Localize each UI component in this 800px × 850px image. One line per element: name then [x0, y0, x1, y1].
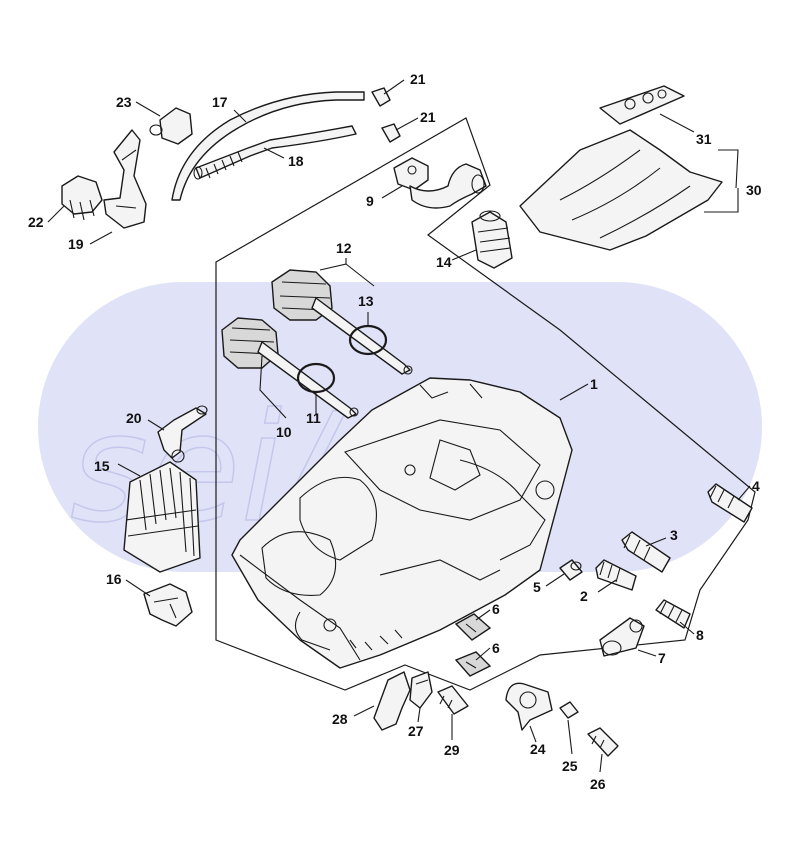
callout-6a: 6: [492, 601, 500, 617]
label-31: [599, 85, 685, 125]
buffer-6b: [454, 651, 492, 677]
clip-16: [143, 583, 193, 627]
callout-17: 17: [212, 94, 228, 110]
callout-24: 24: [530, 741, 546, 757]
callout-16: 16: [106, 571, 122, 587]
gasket-28: [373, 671, 411, 731]
assembly-outline: [215, 117, 756, 691]
threaded-8: [655, 599, 691, 629]
callout-12: 12: [336, 240, 352, 256]
connector-3: [621, 531, 671, 573]
callout-20: 20: [126, 410, 142, 426]
grille-15: [123, 461, 201, 573]
callout-23: 23: [116, 94, 132, 110]
hose-18: [193, 125, 357, 180]
callout-14: 14: [436, 254, 452, 270]
callout-3: 3: [670, 527, 678, 543]
callout-30: 30: [746, 182, 762, 198]
cover-24: [505, 682, 553, 731]
callout-10: 10: [276, 424, 292, 440]
callout-27: 27: [408, 723, 424, 739]
fitting-21b: [381, 123, 401, 143]
callout-25: 25: [562, 758, 578, 774]
callout-22: 22: [28, 214, 44, 230]
screw-26: [587, 727, 619, 757]
tube-17: [171, 91, 365, 201]
housing: [231, 377, 573, 669]
callout-8: 8: [696, 627, 704, 643]
sleeve-5: [559, 559, 583, 581]
callout-11: 11: [306, 410, 321, 426]
screw-25: [559, 701, 579, 719]
callout-9: 9: [366, 193, 374, 209]
filter-14: [471, 210, 513, 269]
callout-19: 19: [68, 236, 84, 252]
elbow-7: [599, 617, 645, 657]
elbow-20: [157, 405, 208, 463]
cover-30: [519, 129, 723, 251]
cylinder-12: [271, 269, 413, 375]
callout-5: 5: [533, 579, 541, 595]
callout-21a: 21: [410, 71, 426, 87]
callout-7: 7: [658, 650, 666, 666]
callout-28: 28: [332, 711, 348, 727]
callout-2: 2: [580, 588, 588, 604]
callout-31: 31: [696, 131, 712, 147]
callout-6b: 6: [492, 640, 500, 656]
callout-4: 4: [752, 478, 760, 494]
bolt-29: [437, 685, 469, 715]
callout-13: 13: [358, 293, 374, 309]
bracket-27: [409, 671, 433, 709]
cylinder-10: [221, 317, 359, 419]
bulb-23: [149, 107, 193, 145]
connector-4: [707, 483, 753, 523]
callout-1: 1: [590, 376, 598, 392]
buffer-6a: [454, 613, 492, 641]
callout-26: 26: [590, 776, 606, 792]
pump-22: [61, 175, 103, 221]
hose-9: [393, 157, 487, 209]
bracket-19: [103, 129, 147, 229]
fitting-2: [595, 559, 637, 591]
callout-18: 18: [288, 153, 304, 169]
fitting-21a: [371, 87, 391, 107]
callout-15: 15: [94, 458, 110, 474]
callout-21b: 21: [420, 109, 436, 125]
callout-numbers: 1 2 3 4 5 6 6 7 8 9 10 11 12 13 14 15 16…: [28, 71, 762, 792]
leader-lines: [47, 79, 751, 773]
callout-29: 29: [444, 742, 460, 758]
